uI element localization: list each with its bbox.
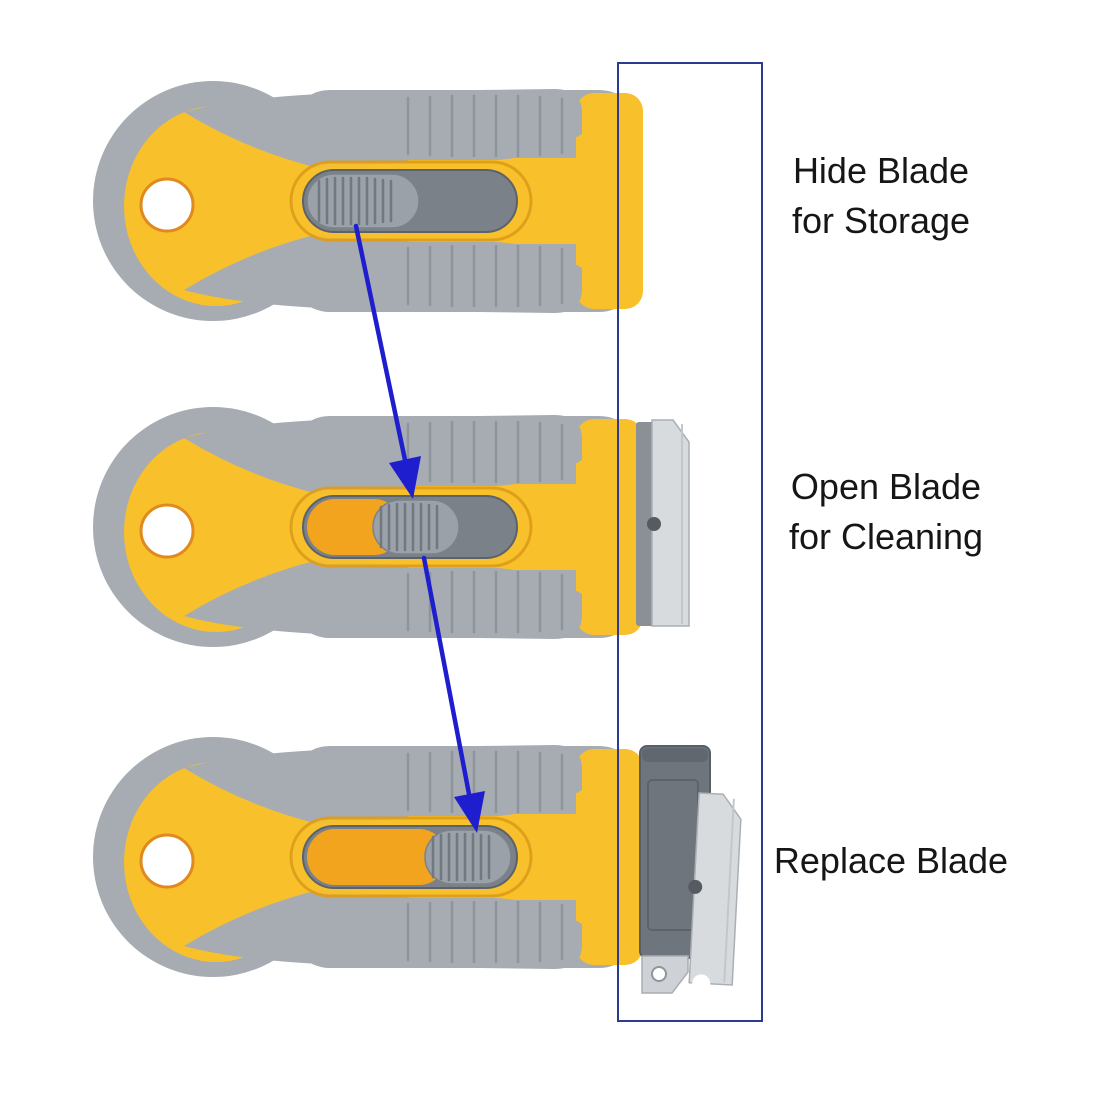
extended-blade xyxy=(636,419,690,627)
track-open-indicator xyxy=(307,829,447,885)
label-line: Open Blade xyxy=(790,466,982,507)
scraper-middle xyxy=(88,392,748,667)
label-line: Replace Blade xyxy=(773,840,1009,881)
scraper-top xyxy=(88,66,748,341)
replacement-blade xyxy=(688,792,742,993)
slider-button xyxy=(306,173,420,229)
blade-bracket xyxy=(641,955,689,994)
highlight-box xyxy=(617,62,763,1022)
slider-button xyxy=(372,499,460,555)
label-line: Hide Blade xyxy=(792,150,970,191)
scraper-bottom xyxy=(88,722,748,1017)
label-line: for Storage xyxy=(791,200,971,241)
slider-button xyxy=(424,829,512,885)
label-hide-blade: Hide Blade for Storage xyxy=(741,146,1021,246)
label-open-blade: Open Blade for Cleaning xyxy=(736,462,1036,562)
label-line: for Cleaning xyxy=(788,516,984,557)
label-replace-blade: Replace Blade xyxy=(741,836,1041,886)
